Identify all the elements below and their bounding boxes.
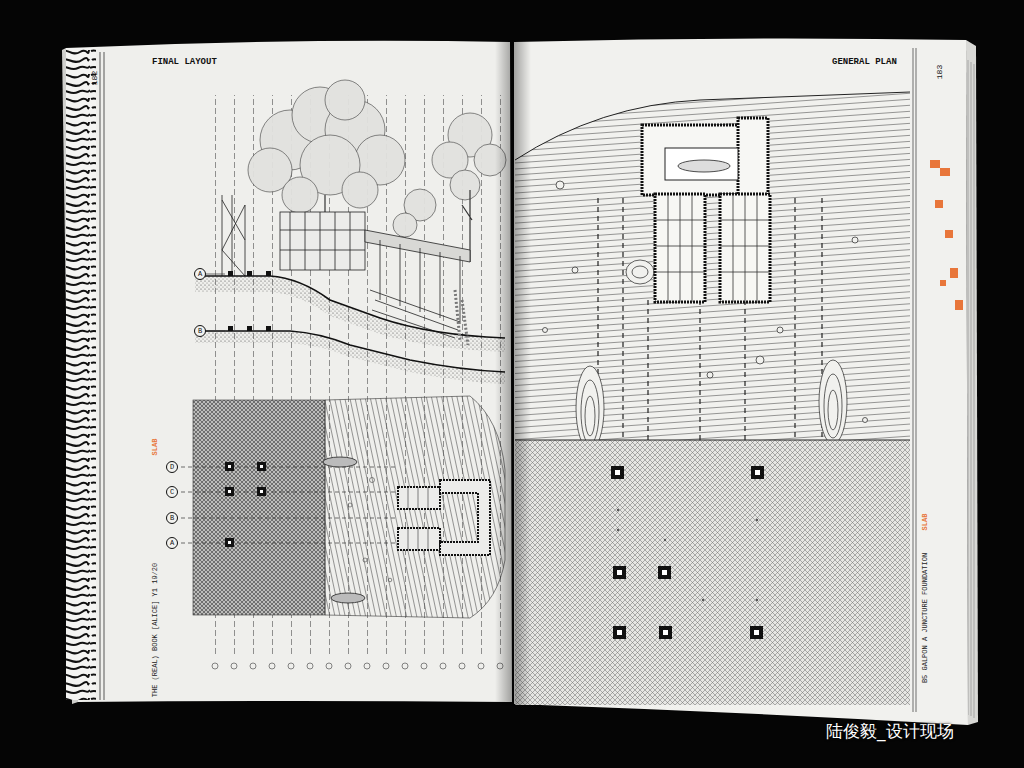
watermark-holder: 陆俊毅_设计现场 xyxy=(826,722,954,741)
page-number: 183 xyxy=(935,65,944,79)
page-number: 182 xyxy=(90,71,99,85)
page-heading: FINAL LAYOUT xyxy=(152,57,217,67)
running-footer-holder: THE (REAL) BOOK [ALICE] Y1 19/20 xyxy=(152,563,160,697)
section-tag: SLAB xyxy=(921,514,929,531)
grid-bubble: A xyxy=(194,268,206,280)
grid-letter: A xyxy=(198,271,202,278)
grid-letter: B xyxy=(170,515,174,522)
page-heading-holder: FINAL LAYOUT xyxy=(152,58,217,68)
grid-bubble: A xyxy=(166,537,178,549)
page-number-holder: 183 xyxy=(936,65,945,79)
page-heading: GENERAL PLAN xyxy=(832,57,897,67)
grid-letter: C xyxy=(170,489,174,496)
grid-bubble: B xyxy=(166,512,178,524)
grid-letter: B xyxy=(198,328,202,335)
page-number-holder: 182 xyxy=(91,71,100,85)
grid-letter: A xyxy=(170,540,174,547)
watermark: 陆俊毅_设计现场 xyxy=(826,721,954,741)
grid-bubble: D xyxy=(166,461,178,473)
grid-bubble: C xyxy=(166,486,178,498)
running-footer-holder: B5 GALPON A JUNCTURE FOUNDATION xyxy=(922,553,930,683)
section-tag-holder: SLAB xyxy=(922,514,930,531)
page-heading-holder: GENERAL PLAN xyxy=(832,58,897,68)
grid-bubble: B xyxy=(194,325,206,337)
running-footer: B5 GALPON A JUNCTURE FOUNDATION xyxy=(921,553,929,683)
section-tag: SLAB xyxy=(151,439,159,456)
section-tag-holder: SLAB xyxy=(152,439,160,456)
grid-letter: D xyxy=(170,464,174,471)
running-footer: THE (REAL) BOOK [ALICE] Y1 19/20 xyxy=(151,563,159,697)
